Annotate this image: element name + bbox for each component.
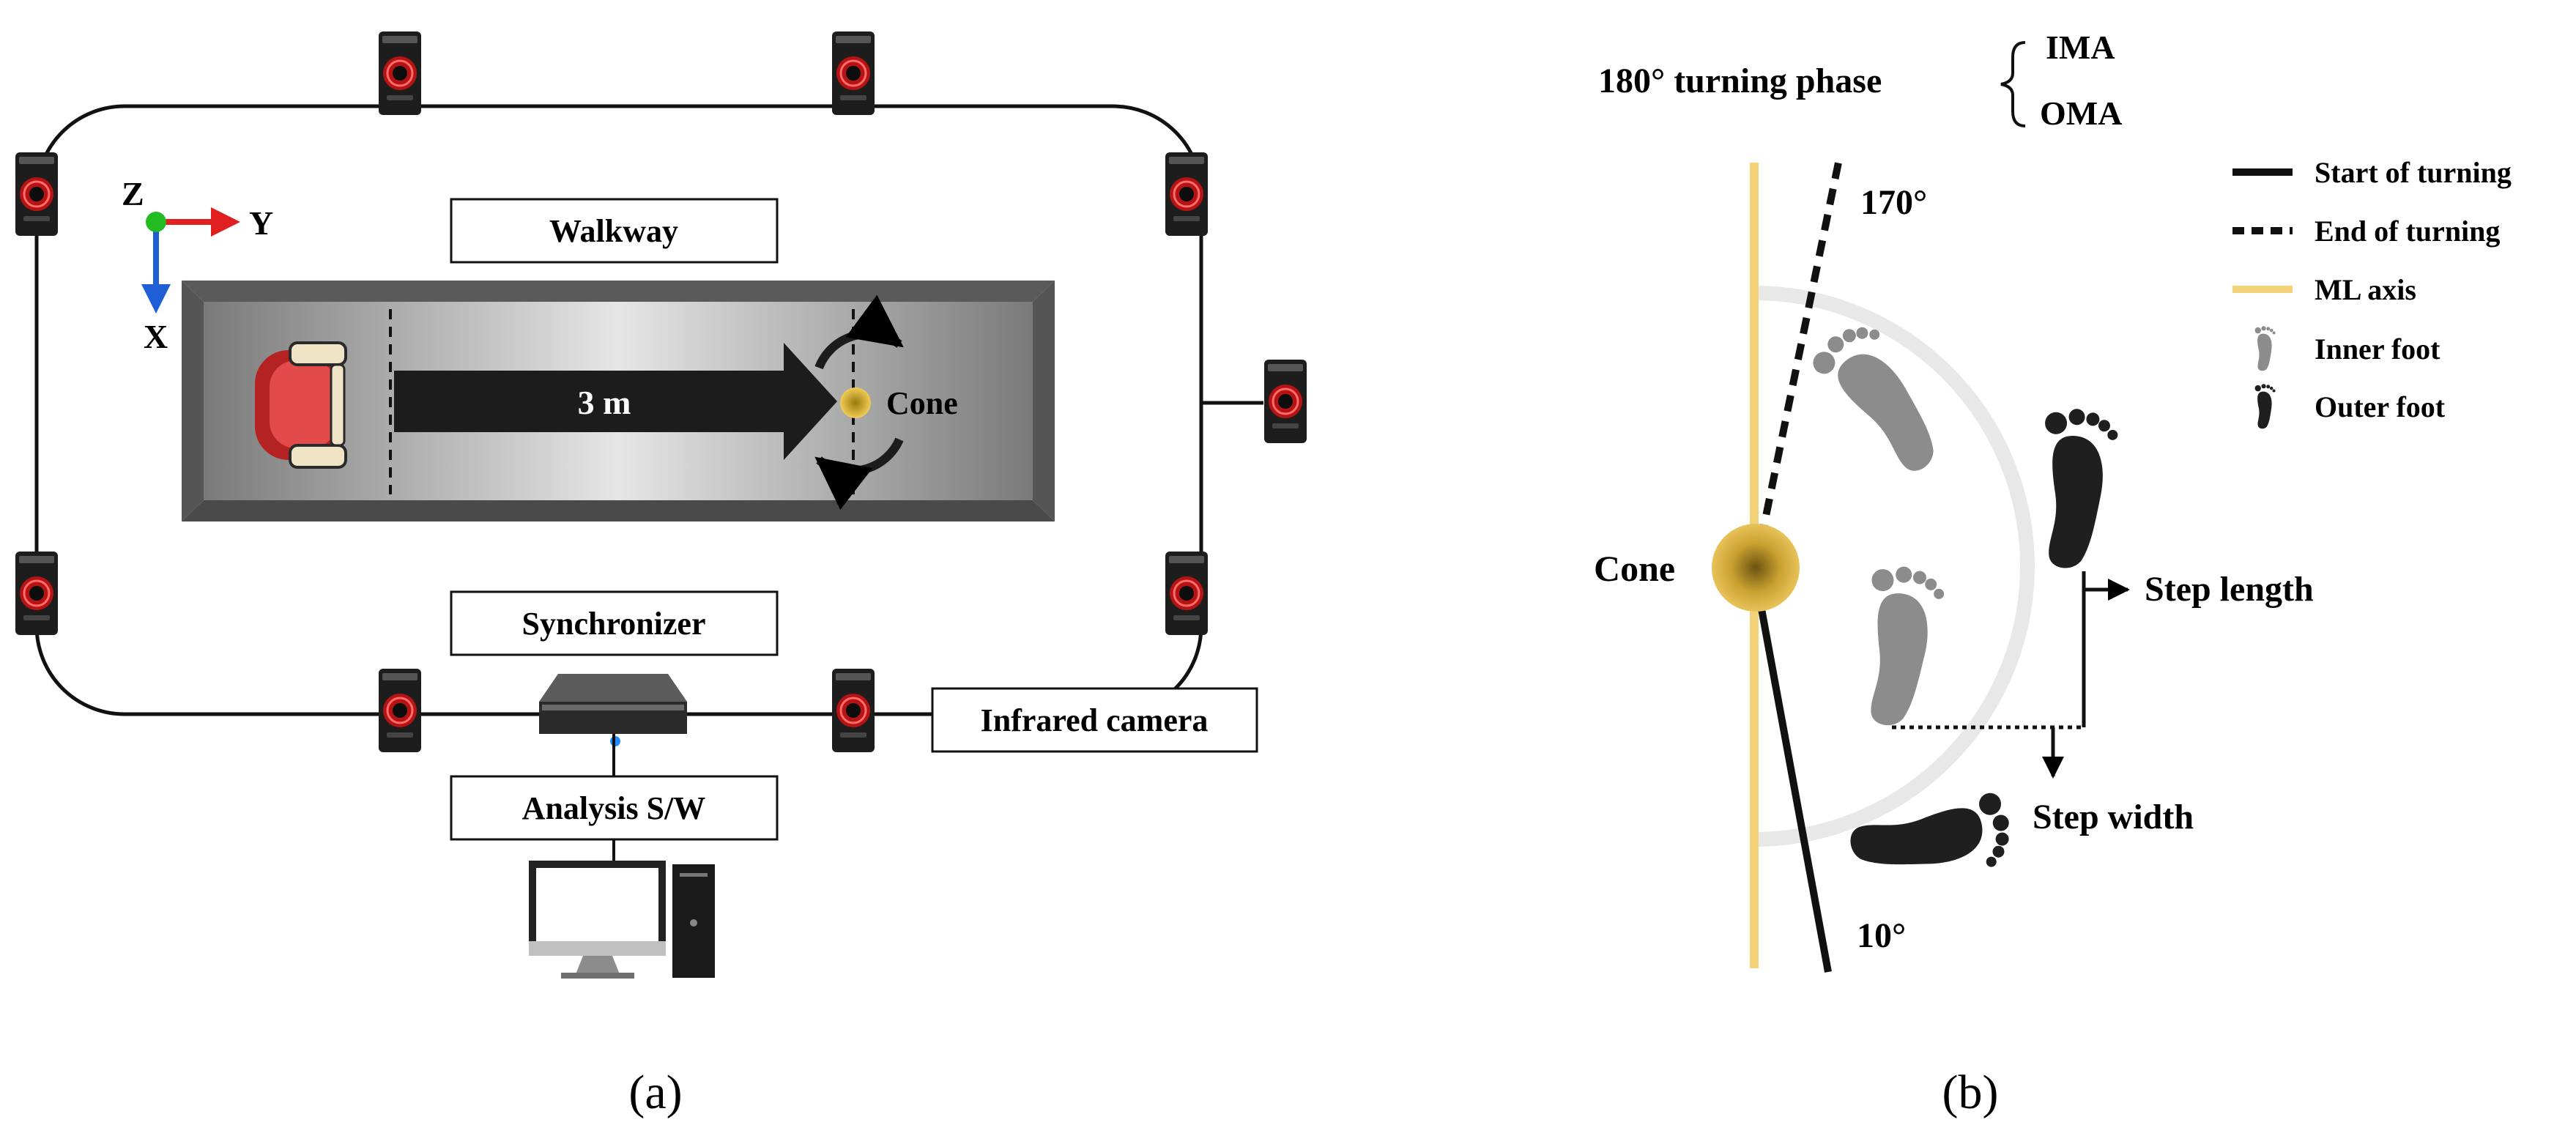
step-width-label: Step width	[2033, 798, 2194, 836]
legend-label: Start of turning	[2315, 156, 2512, 189]
camera-icon	[1263, 358, 1308, 445]
axis-y-label: Y	[249, 204, 273, 242]
legend-label: ML axis	[2315, 273, 2416, 306]
cone-icon	[840, 387, 871, 418]
walkway-label: Walkway	[549, 213, 678, 249]
turn-arrow-top	[814, 294, 904, 370]
camera-icon	[377, 667, 423, 754]
camera-icon	[1164, 550, 1209, 636]
legend: Start of turning End of turning ML axis …	[2232, 156, 2512, 429]
panel-a: Z Y X Walkway 3 m Cone	[14, 30, 1308, 1119]
step-length-label: Step length	[2145, 570, 2314, 609]
legend-label: End of turning	[2315, 215, 2500, 248]
start-turning-line	[1751, 568, 1832, 973]
phase-item-oma: OMA	[2040, 94, 2122, 132]
distance-label: 3 m	[578, 384, 631, 421]
camera-label: Infrared camera	[981, 702, 1209, 738]
panel-b: 180° turning phase IMA OMA Cone 170° 10°…	[1594, 29, 2512, 1119]
camera-label-box	[931, 687, 1258, 753]
legend-outer-foot-icon	[2254, 384, 2276, 429]
camera-icon	[831, 30, 876, 116]
camera-icon	[831, 667, 876, 754]
synchronizer-label-box	[450, 590, 779, 656]
turn-arrow-bottom	[814, 437, 904, 511]
walkway-label-box	[450, 198, 779, 264]
camera-icon	[14, 151, 59, 237]
synchronizer-device	[539, 674, 687, 746]
distance-arrow	[394, 343, 837, 460]
computer-icon	[529, 861, 715, 979]
phase-label: 180° turning phase	[1598, 62, 1882, 100]
cone-label-b: Cone	[1594, 548, 1675, 589]
camera-icon	[1164, 151, 1209, 237]
end-turning-line	[1752, 161, 1842, 568]
chair-icon	[255, 341, 347, 469]
turning-arc	[1753, 286, 2035, 847]
synchronizer-label: Synchronizer	[522, 606, 706, 642]
angle-end-label: 10°	[1857, 916, 1906, 955]
phase-brace	[2000, 41, 2026, 127]
axis-x-label: X	[144, 318, 168, 355]
axis-z-origin	[146, 212, 166, 232]
outer-foot-icon	[2037, 407, 2120, 571]
phase-item-ima: IMA	[2046, 29, 2115, 66]
caption-b: (b)	[1942, 1066, 1999, 1119]
camera-icon	[377, 30, 423, 116]
angle-start-label: 170°	[1860, 183, 1927, 222]
caption-a: (a)	[628, 1066, 682, 1119]
cone-icon-b	[1712, 524, 1800, 612]
axis-z-label: Z	[122, 175, 144, 212]
inner-foot-icon	[1859, 563, 1946, 730]
software-label: Analysis S/W	[522, 790, 706, 826]
camera-icon	[14, 550, 59, 636]
legend-inner-foot-icon	[2254, 326, 2276, 371]
inner-foot-icon	[1805, 312, 1962, 483]
cone-label-a: Cone	[886, 385, 958, 421]
legend-label: Outer foot	[2315, 390, 2446, 423]
legend-label: Inner foot	[2315, 333, 2440, 365]
